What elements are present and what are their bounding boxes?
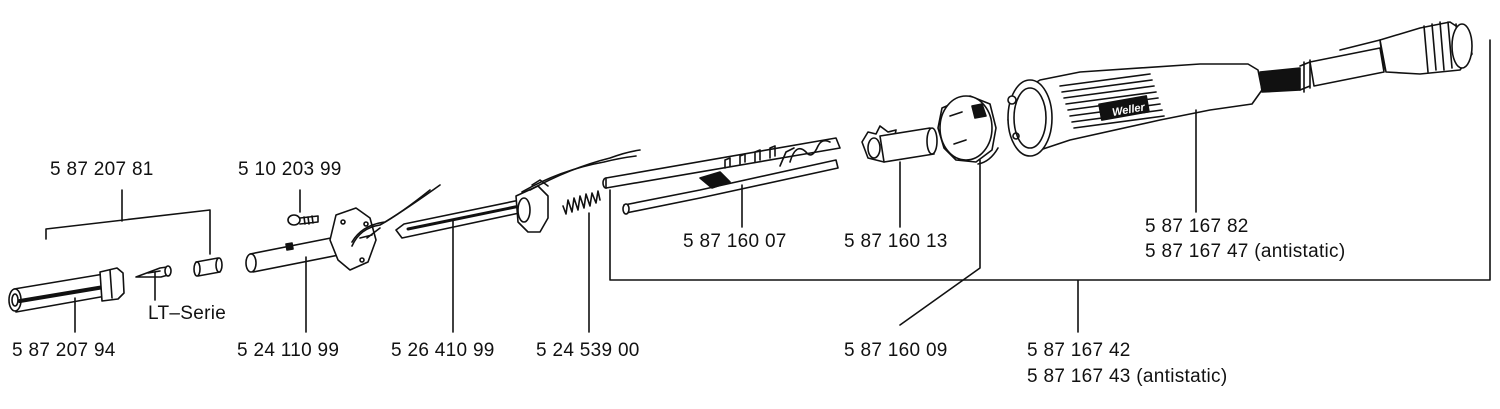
handle-part [1007,21,1473,157]
brand-logo: Weller [1111,101,1146,119]
label-complete: 5 87 167 42 [1027,340,1131,361]
heating-element-part [395,149,641,239]
label-tip-assembly: 5 87 207 81 [50,159,154,180]
nut-part [937,95,999,165]
label-nut: 5 87 160 09 [844,340,948,361]
tip-insert-part [193,257,223,277]
label-lt-series: LT–Serie [148,303,227,324]
screw-part [287,214,319,226]
contact-carrier-part [602,137,841,215]
heater-tube-part [245,184,441,273]
label-spring: 5 24 539 00 [536,340,640,361]
label-handle-antistatic: 5 87 167 47 (antistatic) [1145,241,1346,262]
label-bushing: 5 87 160 13 [844,231,948,252]
label-contact-carrier: 5 87 160 07 [683,231,787,252]
spring-part [562,190,601,215]
bushing-part [861,125,938,163]
label-handle: 5 87 167 82 [1145,216,1249,237]
nut-leader [899,159,981,326]
label-complete-antistatic: 5 87 167 43 (antistatic) [1027,366,1228,387]
label-heating-element: 5 26 410 99 [391,340,495,361]
label-heater-tube: 5 24 110 99 [237,340,340,361]
label-sleeve: 5 87 207 94 [12,340,116,361]
tip-sleeve-part [8,267,125,313]
lt-tip-part [135,265,172,278]
complete-assembly-bracket [609,39,1491,333]
tip-assembly-bracket [45,189,211,255]
label-screw: 5 10 203 99 [238,159,342,180]
